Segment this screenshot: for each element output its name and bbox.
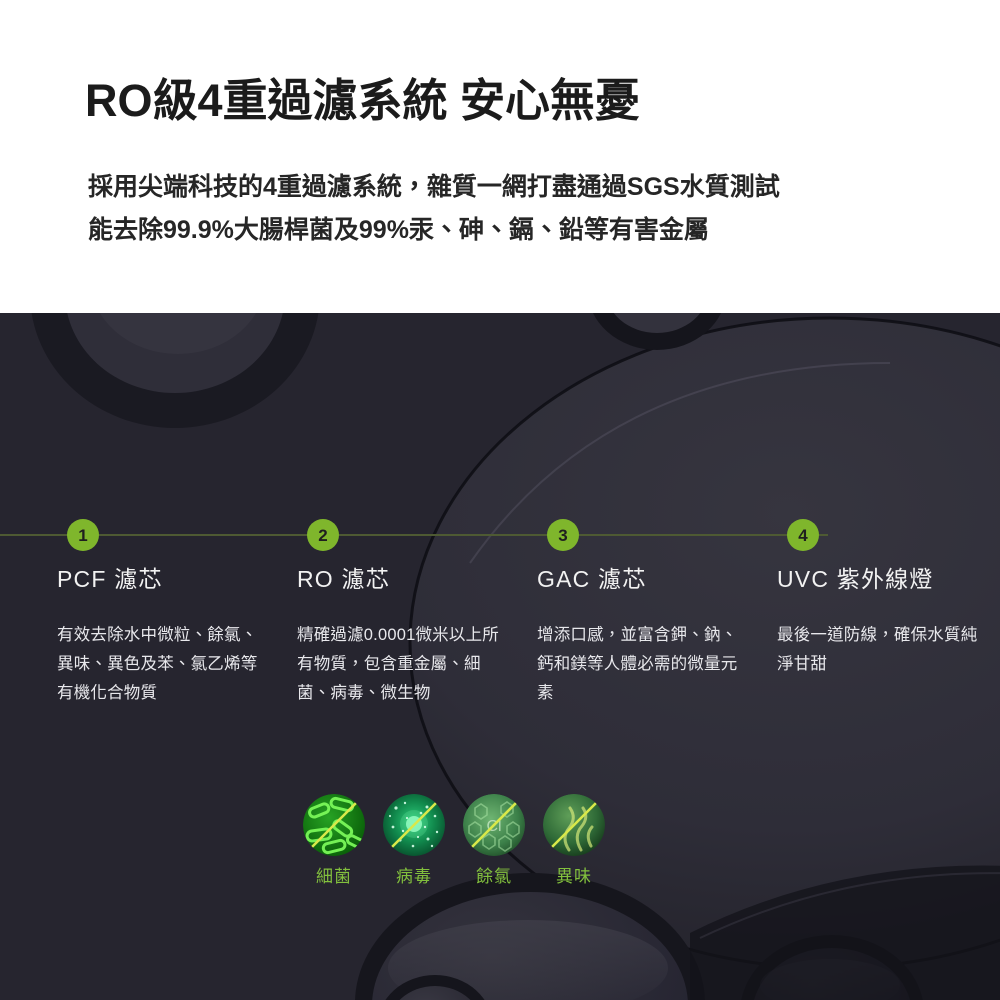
step-description-4: 最後一道防線，確保水質純淨甘甜: [777, 625, 978, 673]
page-title: RO級4重過濾系統 安心無憂: [85, 75, 641, 126]
step-badge-3[interactable]: 3: [547, 519, 579, 551]
header-section: RO級4重過濾系統 安心無憂 採用尖端科技的4重過濾系統，雜質一網打盡通過SGS…: [0, 0, 1000, 313]
subtitle-line-1: 採用尖端科技的4重過濾系統，雜質一網打盡通過SGS水質測試: [88, 173, 780, 201]
contaminant-label-virus: 病毒: [396, 867, 432, 886]
timeline-connector-line: [0, 534, 828, 536]
step-title-2: RO 濾芯: [297, 566, 390, 592]
step-badge-4[interactable]: 4: [787, 519, 819, 551]
bacteria-icon: [303, 794, 365, 856]
contaminant-item-bacteria: 細菌: [303, 794, 365, 885]
step-badge-1[interactable]: 1: [67, 519, 99, 551]
contaminant-label-chlorine: 餘氯: [476, 867, 512, 886]
contaminant-label-bacteria: 細菌: [316, 867, 352, 886]
step-description-2: 精確過濾0.0001微米以上所有物質，包含重金屬、細菌、病毒、微生物: [297, 625, 499, 703]
header-subtitle: 採用尖端科技的4重過濾系統，雜質一網打盡通過SGS水質測試 能去除99.9%大腸…: [88, 166, 780, 252]
removed-contaminants-row: 細菌: [303, 794, 605, 885]
contaminant-label-odor: 異味: [556, 867, 592, 886]
odor-icon: [543, 794, 605, 856]
step-title-4: UVC 紫外線燈: [777, 566, 934, 592]
contaminant-item-chlorine: Cl 餘氯: [463, 794, 525, 885]
filter-step-gac: GAC 濾芯 增添口感，並富含鉀、鈉、鈣和鎂等人體必需的微量元素: [537, 566, 772, 709]
contaminant-item-odor: 異味: [543, 794, 605, 885]
filter-step-ro: RO 濾芯 精確過濾0.0001微米以上所有物質，包含重金屬、細菌、病毒、微生物: [297, 566, 532, 709]
subtitle-line-2: 能去除99.9%大腸桿菌及99%汞、砷、鎘、鉛等有害金屬: [88, 216, 709, 244]
filter-step-uvc: UVC 紫外線燈 最後一道防線，確保水質純淨甘甜: [777, 566, 1000, 679]
step-description-3: 增添口感，並富含鉀、鈉、鈣和鎂等人體必需的微量元素: [537, 625, 738, 703]
step-badge-2[interactable]: 2: [307, 519, 339, 551]
step-title-1: PCF 濾芯: [57, 566, 163, 592]
chlorine-icon: Cl: [463, 794, 525, 856]
contaminant-item-virus: 病毒: [383, 794, 445, 885]
virus-icon: [383, 794, 445, 856]
filtration-stage-section: 1 2 3 4 PCF 濾芯 有效去除水中微粒、餘氯、異味、異色及苯、氯乙烯等有…: [0, 313, 1000, 1000]
step-description-1: 有效去除水中微粒、餘氯、異味、異色及苯、氯乙烯等有機化合物質: [57, 625, 258, 703]
step-title-3: GAC 濾芯: [537, 566, 647, 592]
filter-step-pcf: PCF 濾芯 有效去除水中微粒、餘氯、異味、異色及苯、氯乙烯等有機化合物質: [57, 566, 292, 709]
